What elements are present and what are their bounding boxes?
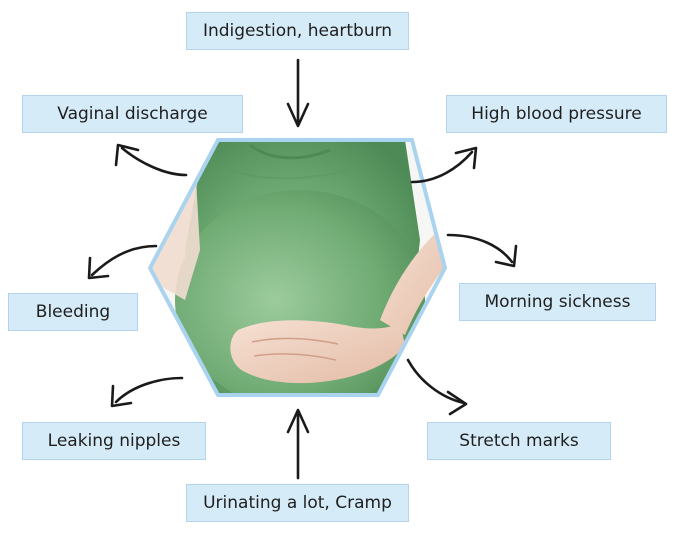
arrow-lower-right-icon — [406, 358, 468, 416]
hand-shape — [230, 320, 405, 384]
label-stretch-marks: Stretch marks — [427, 422, 611, 460]
hexagon-photo — [147, 138, 448, 397]
label-indigestion: Indigestion, heartburn — [186, 12, 409, 50]
hexagon-border — [147, 138, 448, 397]
arrow-right-icon — [446, 233, 518, 268]
arrow-upper-left-icon — [114, 143, 188, 177]
label-urinating: Urinating a lot, Cramp — [186, 484, 409, 522]
label-high-blood-pressure: High blood pressure — [446, 95, 667, 133]
arrow-lower-left-icon — [110, 376, 184, 408]
arrow-up-icon — [286, 408, 310, 480]
label-morning-sickness: Morning sickness — [459, 283, 656, 321]
arrow-down-icon — [286, 58, 310, 128]
arrow-left-icon — [87, 244, 158, 280]
arrow-upper-right-icon — [410, 146, 478, 184]
label-bleeding: Bleeding — [8, 293, 138, 331]
label-vaginal-discharge: Vaginal discharge — [22, 95, 243, 133]
label-leaking-nipples: Leaking nipples — [22, 422, 206, 460]
